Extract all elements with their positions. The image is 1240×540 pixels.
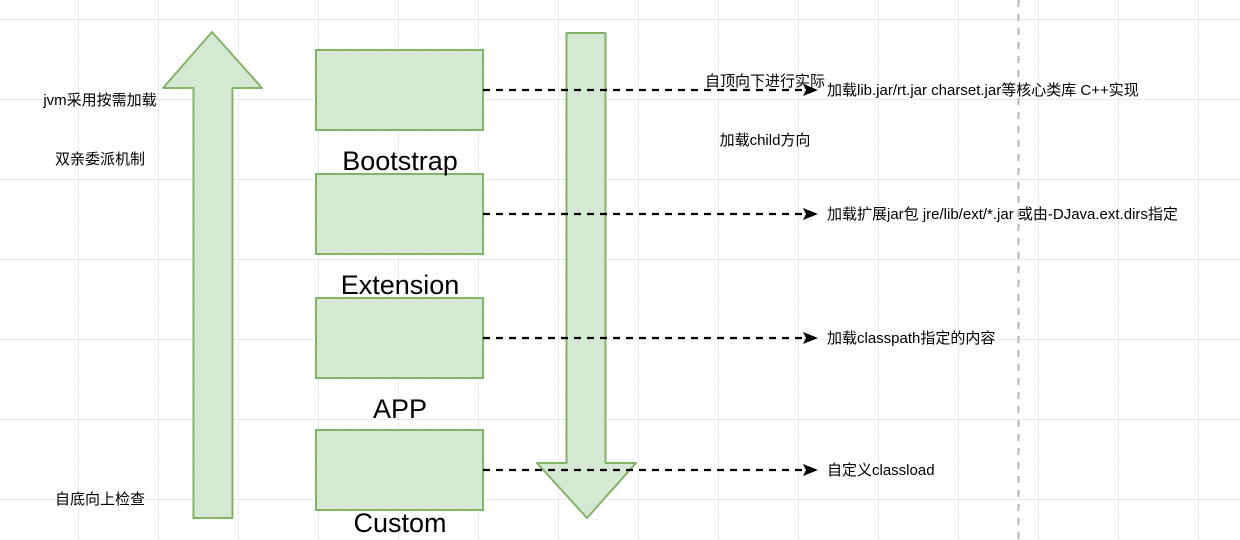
node-label-custom-classload: Custom ClassLoad: [316, 436, 484, 540]
left-bottom-note-line-1: 自底向上检查: [54, 491, 145, 508]
edge-label-extension: 加载扩展jar包 jre/lib/ext/*.jar 或由-DJava.ext.…: [827, 206, 1178, 223]
node-label-app-line-1: APP: [372, 394, 428, 425]
node-label-custom-line-1: Custom: [353, 508, 447, 539]
connector-extension-arrowhead: [803, 208, 818, 220]
left-top-note: jvm采用按需加载 双亲委派机制: [0, 52, 200, 208]
top-center-note: 自顶向下进行实际 加载child方向: [610, 33, 920, 189]
top-center-note-line-1: 自顶向下进行实际: [704, 73, 825, 90]
left-top-note-line-1: jvm采用按需加载: [43, 92, 157, 109]
node-box-bootstrap[interactable]: [315, 49, 484, 131]
node-box-extension[interactable]: [315, 173, 484, 255]
node-box-app[interactable]: [315, 297, 484, 379]
edge-label-bootstrap: 加载lib.jar/rt.jar charset.jar等核心类库 C++实现: [827, 82, 1139, 99]
down-arrow-child-direction-shape: [536, 32, 637, 519]
node-label-bootstrap: Bootstrap: [316, 74, 484, 249]
edge-label-app: 加载classpath指定的内容: [827, 330, 996, 347]
node-label-bootstrap-line-1: Bootstrap: [342, 146, 458, 177]
top-center-note-line-2: 加载child方向: [719, 131, 811, 149]
node-label-extension-line-1: Extension: [340, 270, 460, 301]
connector-bootstrap-arrowhead: [803, 84, 818, 96]
edge-label-custom: 自定义classload: [827, 462, 935, 479]
connector-app-arrowhead: [803, 332, 818, 344]
up-arrow-parent-direction-shape: [162, 31, 263, 519]
left-top-note-line-2: 双亲委派机制: [54, 150, 145, 168]
node-label-extension: Extension: [316, 198, 484, 373]
left-bottom-note: 自底向上检查 该类是否已经加载 parent方向: [0, 451, 200, 540]
node-label-app: APP: [316, 322, 484, 497]
connector-custom-arrowhead: [803, 464, 818, 476]
